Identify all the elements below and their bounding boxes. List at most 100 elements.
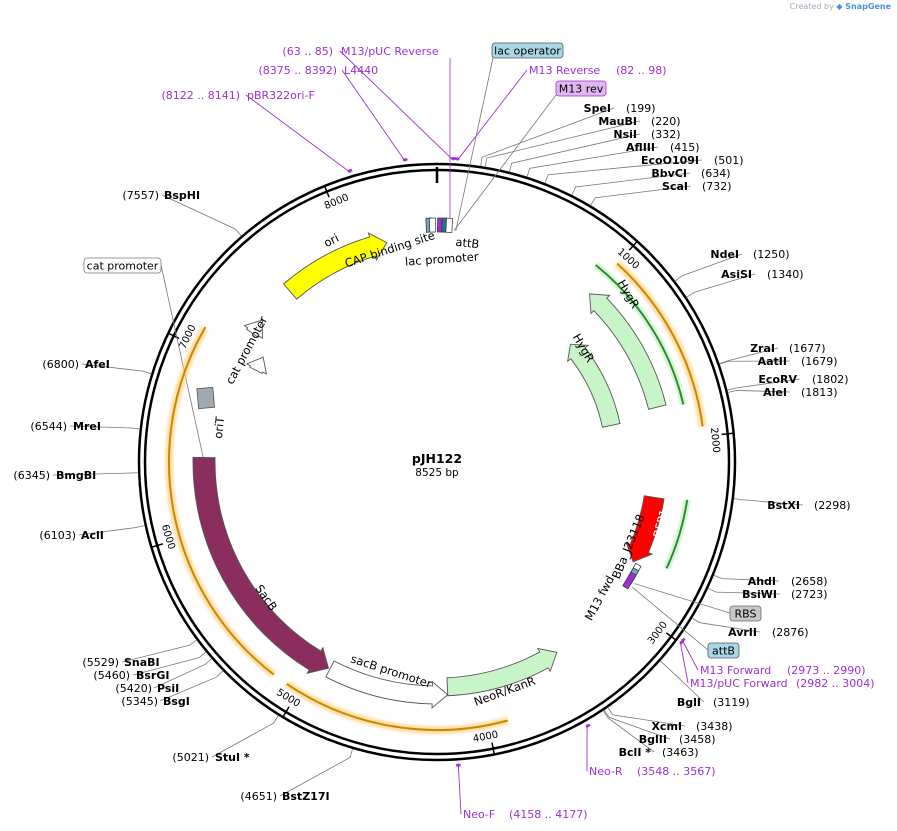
enzyme-leader (602, 710, 655, 753)
primer-leader (245, 94, 351, 174)
primer-leader (679, 641, 689, 684)
enzyme-leader (211, 715, 279, 758)
primer-name[interactable]: Neo-F (463, 808, 495, 821)
enzyme-name[interactable]: BsiWI (742, 588, 777, 601)
primer-range: (63 .. 85) (282, 45, 333, 58)
enzyme-leader (69, 425, 140, 430)
enzyme-leader (691, 617, 761, 633)
enzyme-name[interactable]: AvrII (728, 626, 757, 639)
enzyme-leader (571, 172, 691, 196)
enzyme-name[interactable]: EcoRV (758, 373, 797, 386)
enzyme-name[interactable]: AhdI (748, 575, 776, 588)
enzyme-leader (52, 472, 139, 476)
enzyme-name[interactable]: AsiSI (721, 268, 752, 281)
enzyme-name[interactable]: BstXI (767, 499, 800, 512)
orf-arcs (165, 260, 707, 734)
enzyme-leader (719, 360, 791, 365)
primer-name[interactable]: M13 Reverse (529, 64, 600, 77)
enzyme-name[interactable]: BstZ17I (282, 790, 330, 803)
plasmid-name: pJH122 (412, 451, 462, 466)
lac-promoter-label: lac promoter (405, 249, 480, 268)
snapgene-brand: Created by ◆ SnapGene (790, 2, 891, 11)
enzyme-pos: (2723) (791, 588, 828, 601)
enzyme-name[interactable]: EcoO109I (641, 154, 699, 167)
enzyme-name[interactable]: AleI (763, 386, 787, 399)
orf-arc (168, 328, 275, 676)
tick-label: 2000 (708, 427, 721, 453)
enzyme-pos: (415) (670, 141, 700, 154)
primer-name[interactable]: L4440 (344, 64, 378, 77)
enzyme-pos: (220) (651, 115, 681, 128)
tick-2000 (721, 432, 734, 436)
boxed-labels: lac operator M13 rev cat promoter RBS at… (83, 42, 762, 659)
primer-name[interactable]: M13/pUC Forward (690, 677, 788, 690)
sacb-arrow (192, 456, 330, 674)
enzyme-leader (733, 498, 804, 506)
cat-promoter-box[interactable] (83, 257, 162, 274)
tick-5000 (282, 706, 290, 718)
enzyme-name[interactable]: NdeI (710, 248, 739, 261)
enzyme-leader (719, 347, 779, 365)
enzyme-name[interactable]: BspHI (164, 189, 200, 202)
enzyme-leader (727, 378, 801, 391)
enzyme-name[interactable]: BmgBI (56, 469, 96, 482)
enzyme-name[interactable]: BbvCI (651, 167, 687, 180)
primer-name[interactable]: pBR322ori-F (247, 89, 315, 102)
plasmid-length: 8525 bp (415, 467, 459, 479)
enzyme-leader (713, 574, 780, 582)
enzyme-name[interactable]: ScaI (662, 180, 688, 193)
enzyme-pos: (1250) (753, 248, 790, 261)
enzyme-name[interactable]: SnaBI (124, 656, 160, 669)
enzyme-name[interactable]: ZraI (750, 342, 775, 355)
enzyme-name[interactable]: BsgI (163, 695, 190, 708)
enzyme-name[interactable]: XcmI (651, 720, 682, 733)
primer-range: (8375 .. 8392) (258, 64, 337, 77)
enzyme-leader (727, 390, 791, 393)
enzyme-pos: (3119) (713, 696, 750, 709)
brand-name: SnapGene (845, 2, 891, 11)
primer-range: (82 .. 98) (616, 64, 667, 77)
attb-box[interactable] (707, 642, 740, 659)
m13-fwd-label: M13 fwd (582, 573, 617, 623)
enzyme-name[interactable]: MreI (73, 420, 101, 433)
ori-arrow (282, 232, 388, 300)
enzyme-name[interactable]: BsrGI (136, 669, 169, 682)
primer-range: (2982 .. 3004) (796, 677, 875, 690)
enzyme-pos: (501) (714, 154, 744, 167)
neor-arrow (446, 647, 558, 697)
cat-promoter-box-label: cat promoter (87, 260, 159, 273)
enzyme-name[interactable]: StuI * (215, 751, 250, 764)
ori-label: ori (321, 231, 341, 250)
enzyme-name[interactable]: SpeI (584, 102, 611, 115)
tick-label: 8000 (323, 192, 351, 212)
primer-name[interactable]: M13 Forward (700, 664, 771, 677)
enzyme-leader (603, 709, 671, 740)
enzyme-pos: (6544) (30, 420, 67, 433)
enzyme-name[interactable]: AclI (81, 529, 104, 542)
enzyme-name[interactable]: MauBI (598, 115, 637, 128)
brand-prefix: Created by (789, 2, 834, 11)
enzyme-name[interactable]: BclI * (619, 746, 652, 759)
enzyme-name[interactable]: PsiI (157, 682, 179, 695)
lac-operator-box[interactable] (491, 42, 564, 59)
enzyme-leader (132, 651, 207, 676)
primer-name[interactable]: Neo-R (589, 765, 623, 778)
enzyme-name[interactable]: AatII (758, 355, 787, 368)
primer-name[interactable]: M13/pUC Reverse (341, 45, 439, 58)
orit-label: oriT (211, 415, 227, 439)
enzyme-pos: (332) (651, 128, 681, 141)
enzyme-leader (686, 273, 756, 298)
enzyme-leader (526, 146, 659, 177)
enzyme-name[interactable]: AflIII (626, 141, 655, 154)
rbs-box[interactable] (729, 605, 762, 622)
enzyme-pos: (6800) (42, 358, 79, 371)
enzyme-name[interactable]: NsiI (613, 128, 637, 141)
enzyme-name[interactable]: BglI (677, 696, 701, 709)
enzyme-name[interactable]: BglII (639, 733, 667, 746)
feature-leader (453, 94, 557, 231)
tick-label: 4000 (472, 729, 499, 745)
m13-rev-box[interactable] (555, 80, 607, 97)
enzyme-name[interactable]: AfeI (85, 358, 110, 371)
tick-8000 (323, 185, 330, 198)
